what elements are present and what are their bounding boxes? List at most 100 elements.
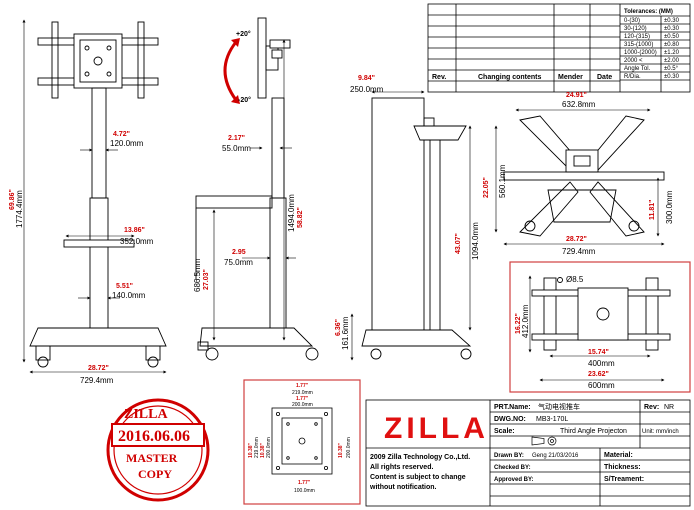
bd-right-in: 10.38" <box>338 442 344 458</box>
bracket-detail <box>271 407 333 475</box>
top-depth-mm: 560.1mm <box>498 164 507 198</box>
top-width-mm: 632.8mm <box>562 100 596 109</box>
tolerance-value: ±2.00 <box>664 58 680 64</box>
hole-label: Ø8.5 <box>566 275 584 284</box>
tolerance-range: R/Dia. <box>624 74 641 80</box>
revision-table <box>427 3 691 93</box>
bd-left2-mm: 200.0mm <box>266 437 272 458</box>
rear-width-in: 9.84" <box>358 75 375 82</box>
plate-height-in: 16.22" <box>515 313 522 334</box>
side-shelfh-mm: 686.5mm <box>193 258 202 292</box>
title-block-grid <box>365 399 691 507</box>
tolerance-range: 2000 < <box>624 58 643 64</box>
top-base-mm: 729.4mm <box>562 247 596 256</box>
bd-bottom-in: 1.77" <box>298 480 311 486</box>
stamp-date: 2016.06.06 <box>118 428 190 445</box>
scale-label: Scale: <box>494 428 515 435</box>
side-tilt-arrow <box>223 38 240 104</box>
mount-plate-labels: Ø8.5 16.22" 412.0mm 15.74" 400mm 23.62" … <box>515 275 615 390</box>
side-offset-mm: 55.0mm <box>222 144 251 153</box>
bracket-detail-labels: 1.77" 219.0mm 1.77" 200.0mm 10.38" 219.0… <box>248 383 352 494</box>
top-view <box>503 115 665 237</box>
rear-height-mm: 1094.0mm <box>471 222 480 260</box>
front-width-in: 28.72" <box>88 365 109 372</box>
changing-contents-header: Changing contents <box>478 74 541 81</box>
front-basepole-in: 5.51" <box>116 283 133 290</box>
tolerance-range: Angle Tol. <box>624 66 651 72</box>
top-base-in: 28.72" <box>566 236 587 243</box>
top-view-dimensions <box>494 108 665 246</box>
treatment-label: S/Treament: <box>604 476 644 483</box>
thickness-label: Thickness: <box>604 464 641 471</box>
tolerance-value: ±0.30 <box>664 74 680 80</box>
front-shelf-mm: 352.0mm <box>120 237 154 246</box>
front-pole-mm: 120.0mm <box>110 139 144 148</box>
bd-left2-in: 10.38" <box>260 442 266 458</box>
part-name-label: PRT.Name: <box>494 404 531 411</box>
rear-width-mm: 250.0mm <box>350 85 384 94</box>
projection-symbol <box>531 436 557 446</box>
tolerance-value: ±0.80 <box>664 42 680 48</box>
bd-mid-mm: 200.0mm <box>292 402 313 408</box>
unit-value: Unit: mm/inch <box>642 429 679 435</box>
notice-line2: without notification. <box>369 484 437 491</box>
tolerance-value: ±1.20 <box>664 50 680 56</box>
tolerance-value: ±0.30 <box>664 26 680 32</box>
stamp-line1: MASTER <box>126 451 178 465</box>
side-view-labels: +20° -20° 2.17" 55.0mm 58.82" 1494.0mm 2… <box>193 30 350 350</box>
tolerance-value: ±0.30 <box>664 18 680 24</box>
bd-bottom-mm: 100.0mm <box>294 488 315 494</box>
plate-height-mm: 412.0mm <box>521 304 530 338</box>
plate-outer-mm: 600mm <box>588 381 615 390</box>
front-basepole-mm: 140.0mm <box>112 291 146 300</box>
dwg-label: DWG.NO: <box>494 416 526 423</box>
rear-height-in: 43.07" <box>455 233 462 254</box>
drawn-value: Geng 21/03/2016 <box>532 453 579 459</box>
front-height-in: 69.86" <box>9 189 16 210</box>
bracket-detail-frame <box>243 379 361 505</box>
front-pole-in: 4.72" <box>113 131 130 138</box>
mender-header: Mender <box>558 74 583 81</box>
mount-plate-frame <box>509 261 691 393</box>
front-view <box>29 21 167 368</box>
side-offset-in: 2.17" <box>228 135 245 142</box>
side-height-mm: 1494.0mm <box>287 194 296 232</box>
stamp-top: ZILLA <box>124 407 168 422</box>
master-copy-stamp: ZILLA 2016.06.06 MASTER COPY <box>106 398 210 502</box>
stamp-line2: COPY <box>138 467 172 481</box>
drawn-label: Drawn BY: <box>494 453 524 459</box>
side-view-dimensions <box>212 39 354 361</box>
plate-inner-mm: 400mm <box>588 359 615 368</box>
bd-left-in: 10.38" <box>248 442 254 458</box>
side-base-in: 6.36" <box>335 319 342 336</box>
top-view-labels: 24.91" 632.8mm 22.05" 560.1mm 11.81" 300… <box>483 92 674 256</box>
tolerance-range: 30-(120) <box>624 26 647 32</box>
bd-right-mm: 200.0mm <box>346 437 352 458</box>
rights-text: All rights reserved. <box>370 464 433 471</box>
plate-inner-in: 15.74" <box>588 349 609 356</box>
side-base-mm: 161.6mm <box>341 316 350 350</box>
company-name: 2009 Zilla Technology Co.,Ltd. <box>370 454 470 461</box>
zilla-logo: ZILLA <box>384 412 489 445</box>
top-depth-in: 22.05" <box>483 177 490 198</box>
approved-label: Approved BY: <box>494 477 534 483</box>
part-name-value: 气动电视推车 <box>538 402 580 411</box>
front-height-mm: 1774.4mm <box>15 190 24 228</box>
tolerance-range: 315-(1000) <box>624 42 653 48</box>
rear-view-dimensions <box>371 90 472 331</box>
revision-headers: Rev. Changing contents Mender Date Toler… <box>432 9 673 81</box>
side-gap-mm: 75.0mm <box>224 258 253 267</box>
side-shelfh-in: 27.03" <box>203 269 210 290</box>
mount-plate-dimensions <box>528 275 665 382</box>
tolerance-range: 120-(315) <box>624 34 650 40</box>
top-right-mm: 300.0mm <box>665 190 674 224</box>
front-width-mm: 729.4mm <box>80 376 114 385</box>
tolerance-rows: 0-(30)±0.3030-(120)±0.30120-(315)±0.5031… <box>624 18 680 80</box>
date-header: Date <box>597 74 612 81</box>
bd-top-in: 1.77" <box>296 383 309 389</box>
rev-label: Rev: <box>644 404 659 411</box>
tilt-down-label: -20° <box>238 96 251 104</box>
title-block-text: ZILLA 2009 Zilla Technology Co.,Ltd. All… <box>369 402 679 491</box>
front-view-dimensions <box>22 19 167 374</box>
